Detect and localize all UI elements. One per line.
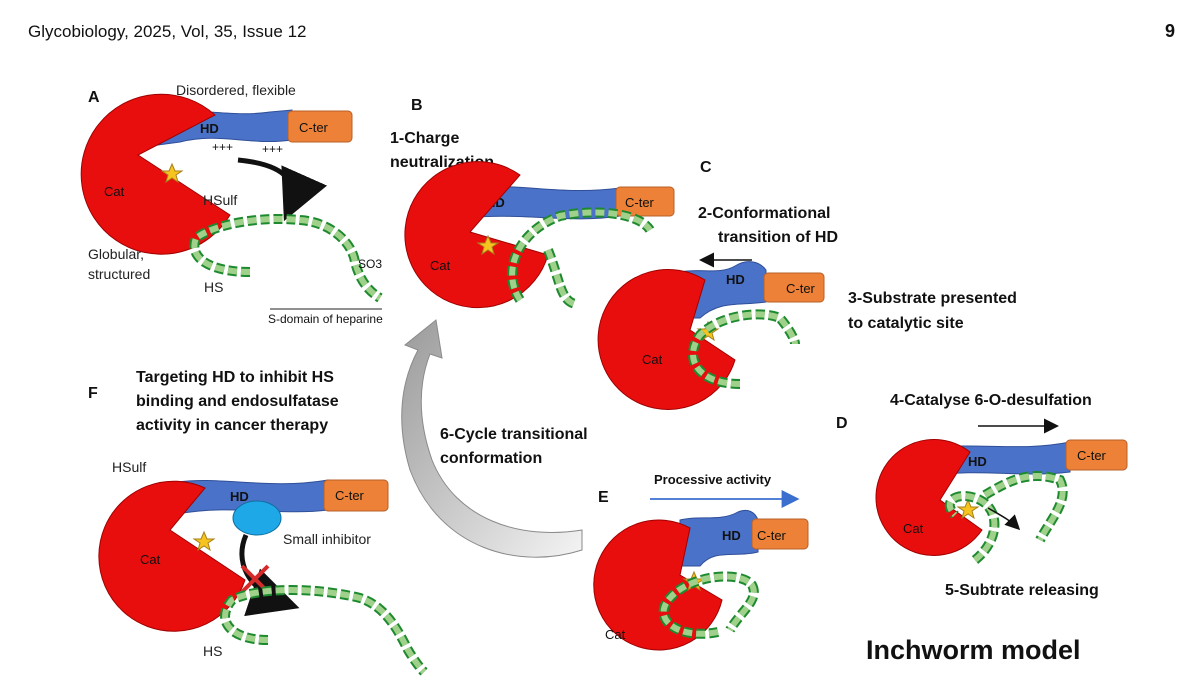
panel-c-letter: C — [700, 159, 712, 176]
active-site-star-d — [956, 498, 980, 520]
cter-label-c: C-ter — [786, 281, 816, 296]
journal-citation: Glycobiology, 2025, Vol, 35, Issue 12 — [28, 22, 307, 41]
cter-domain-d — [1065, 439, 1128, 471]
cter-label-d: C-ter — [1077, 448, 1107, 463]
step1-line1: 1-Charge — [390, 130, 459, 147]
panel-f: F Targeting HD to inhibit HS binding and… — [88, 369, 428, 676]
charges-label: +++ — [212, 140, 233, 154]
hd-label: HD — [200, 121, 219, 136]
step2-line2: transition of HD — [718, 229, 838, 246]
active-site-star-f — [192, 530, 216, 552]
panel-b-letter: B — [411, 97, 423, 114]
panel-f-title-2: binding and endosulfatase — [136, 393, 339, 410]
catalytic-domain-f — [98, 480, 246, 632]
cter-domain-c — [763, 272, 825, 303]
cat-label: Cat — [104, 184, 125, 199]
page-header: Glycobiology, 2025, Vol, 35, Issue 12 9 — [0, 0, 1200, 60]
panel-d-letter: D — [836, 415, 848, 432]
globular-label-2: structured — [88, 266, 150, 282]
small-inhibitor-label: Small inhibitor — [283, 531, 371, 547]
cter-domain-f — [323, 479, 389, 512]
model-title: Inchworm model — [866, 635, 1081, 665]
cter-domain-e — [751, 518, 809, 550]
cat-label-f: Cat — [140, 552, 161, 567]
cat-label-b: Cat — [430, 258, 451, 273]
hsulf-label-f: HSulf — [112, 459, 146, 475]
page-number: 9 — [1164, 21, 1175, 41]
panel-c: C 2-Conformational transition of HD HD C… — [597, 159, 1017, 410]
cycle-arrow-shape — [401, 319, 583, 558]
small-inhibitor — [232, 500, 282, 536]
hs-chain-d — [944, 470, 1068, 564]
hd-domain-e — [679, 509, 759, 567]
cat-label-d: Cat — [903, 521, 924, 536]
charges-label-2: +++ — [262, 142, 283, 156]
step3-line1: 3-Substrate presented — [848, 290, 1017, 307]
active-site-star-b — [476, 234, 500, 256]
step2-line1: 2-Conformational — [698, 205, 830, 222]
cter-label-f: C-ter — [335, 488, 365, 503]
cter-label-e: C-ter — [757, 528, 787, 543]
cter-label: C-ter — [299, 120, 329, 135]
cter-domain — [287, 110, 353, 143]
hd-label-c: HD — [726, 272, 745, 287]
s-domain-label: S-domain of heparine — [268, 312, 383, 326]
disordered-label: Disordered, flexible — [176, 82, 296, 98]
panel-a-letter: A — [88, 89, 100, 106]
globular-label-1: Globular, — [88, 246, 144, 262]
so3-label: SO3 — [358, 257, 382, 271]
hd-domain-c — [679, 261, 767, 319]
cycle-arrow: 6-Cycle transitional conformation — [401, 319, 588, 558]
step3-line2: to catalytic site — [848, 315, 964, 332]
panel-f-letter: F — [88, 385, 98, 402]
hd-label-d: HD — [968, 454, 987, 469]
hsulf-label: HSulf — [203, 192, 237, 208]
panel-f-title-1: Targeting HD to inhibit HS — [136, 369, 334, 386]
catalytic-domain-d — [875, 438, 983, 556]
step6-line2: conformation — [440, 450, 542, 467]
panel-e: E Processive activity HD C-ter Cat — [593, 472, 809, 651]
binding-arrow — [237, 157, 328, 222]
active-site-star — [160, 162, 184, 184]
cter-domain-b — [615, 186, 675, 217]
panel-d: D 4-Catalyse 6-O-desulfation HD C-ter Ca… — [836, 392, 1128, 599]
cter-label-b: C-ter — [625, 195, 655, 210]
step4-label: 4-Catalyse 6-O-desulfation — [890, 392, 1092, 409]
hd-label-e: HD — [722, 528, 741, 543]
catalytic-domain — [80, 93, 231, 255]
panel-b: B 1-Charge neutralization HD C-ter Cat — [390, 97, 675, 309]
panel-f-title-3: activity in cancer therapy — [136, 417, 328, 434]
processive-label: Processive activity — [654, 472, 772, 487]
panel-e-letter: E — [598, 489, 609, 506]
step6-line1: 6-Cycle transitional — [440, 426, 588, 443]
hs-label-f: HS — [203, 643, 222, 659]
hd-label-f: HD — [230, 489, 249, 504]
step5-label: 5-Subtrate releasing — [945, 582, 1099, 599]
hs-label: HS — [204, 279, 223, 295]
cat-label-c: Cat — [642, 352, 663, 367]
cat-label-e: Cat — [605, 627, 626, 642]
panel-a: A Disordered, flexible HD C-ter +++ +++ … — [80, 82, 383, 326]
release-arrow — [987, 507, 1021, 531]
